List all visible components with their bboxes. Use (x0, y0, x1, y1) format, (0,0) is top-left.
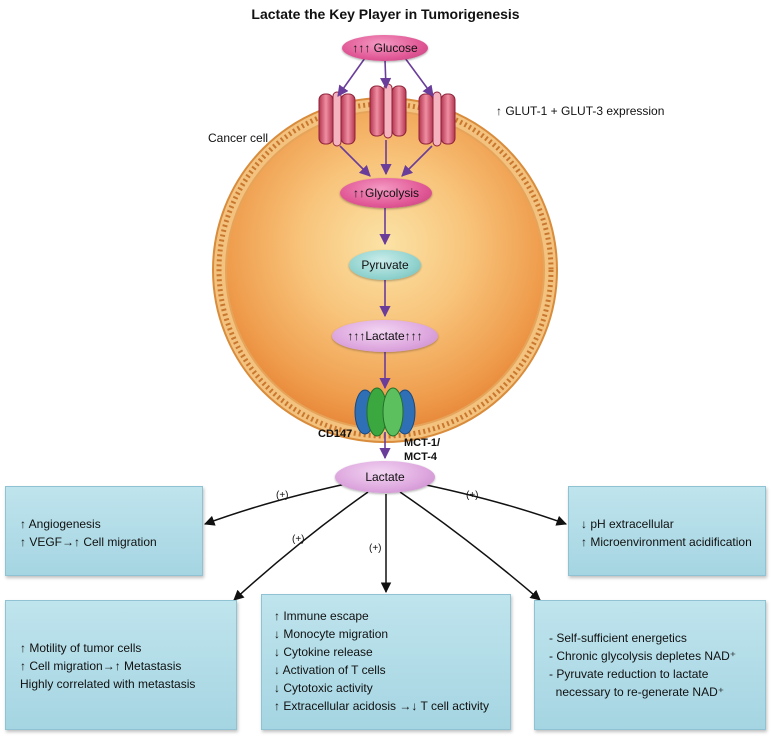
lactate-extracellular-node: Lactate (335, 461, 435, 493)
immune-escape-box: ↑ Immune escape ↓ Monocyte migration ↓ C… (261, 594, 511, 730)
box-line: ↓ pH extracellular (581, 517, 674, 531)
cancer-cell-label: Cancer cell (208, 131, 269, 145)
box-line: ↑ Microenvironment acidification (581, 535, 752, 549)
box-line: ↑ VEGF→↑ Cell migration (20, 535, 157, 549)
diagram-title: Lactate the Key Player in Tumorigenesis (251, 6, 520, 22)
mct-label: MCT-1/ MCT-4 (404, 436, 440, 464)
box-line: - Self-sufficient energetics (549, 631, 687, 645)
angiogenesis-box: ↑ Angiogenesis ↑ VEGF→↑ Cell migration (5, 486, 203, 576)
outcome-arrows (204, 481, 567, 601)
mct-label-line-2: MCT-4 (404, 451, 437, 463)
box-line: - Chronic glycolysis depletes NAD⁺ (549, 649, 737, 663)
box-line: ↑ Angiogenesis (20, 517, 101, 531)
glut-expression-label: ↑ GLUT-1 + GLUT-3 expression (496, 104, 665, 118)
positive-effect-marker: (+) (369, 543, 382, 554)
pathway-arrows (337, 57, 434, 460)
glut-transporters (318, 83, 456, 147)
mct-label-line-1: MCT-1/ (404, 437, 441, 449)
box-line: ↓ Cytokine release (274, 645, 373, 659)
glycolysis-node: ↑↑Glycolysis (340, 178, 432, 208)
energetics-box: - Self-sufficient energetics - Chronic g… (534, 600, 766, 730)
box-line: ↓ Monocyte migration (274, 627, 389, 641)
positive-effect-marker: (+) (466, 490, 479, 501)
cd147-label: CD147 (318, 428, 353, 440)
motility-metastasis-box: ↑ Motility of tumor cells ↑ Cell migrati… (5, 600, 237, 730)
pyruvate-node: Pyruvate (349, 250, 421, 280)
box-line: ↑ Extracellular acidosis →↓ T cell activ… (274, 699, 489, 713)
box-line: - Pyruvate reduction to lactate (549, 667, 709, 681)
box-line: necessary to re-generate NAD⁺ (549, 685, 725, 699)
box-line: ↑ Immune escape (274, 609, 369, 623)
box-line: ↓ Activation of T cells (274, 663, 386, 677)
mct-transporter (354, 387, 416, 437)
positive-effect-marker: (+) (276, 490, 289, 501)
box-line: ↑ Cell migration→↑ Metastasis (20, 659, 182, 673)
box-line: Highly correlated with metastasis (20, 677, 196, 691)
box-line: ↑ Motility of tumor cells (20, 641, 142, 655)
glucose-node: ↑↑↑ Glucose (342, 35, 428, 61)
lactate-intracellular-node: ↑↑↑Lactate↑↑↑ (332, 320, 438, 352)
positive-effect-marker: (+) (292, 534, 305, 545)
box-line: ↓ Cytotoxic activity (274, 681, 373, 695)
ph-acidification-box: ↓ pH extracellular ↑ Microenvironment ac… (568, 486, 766, 576)
